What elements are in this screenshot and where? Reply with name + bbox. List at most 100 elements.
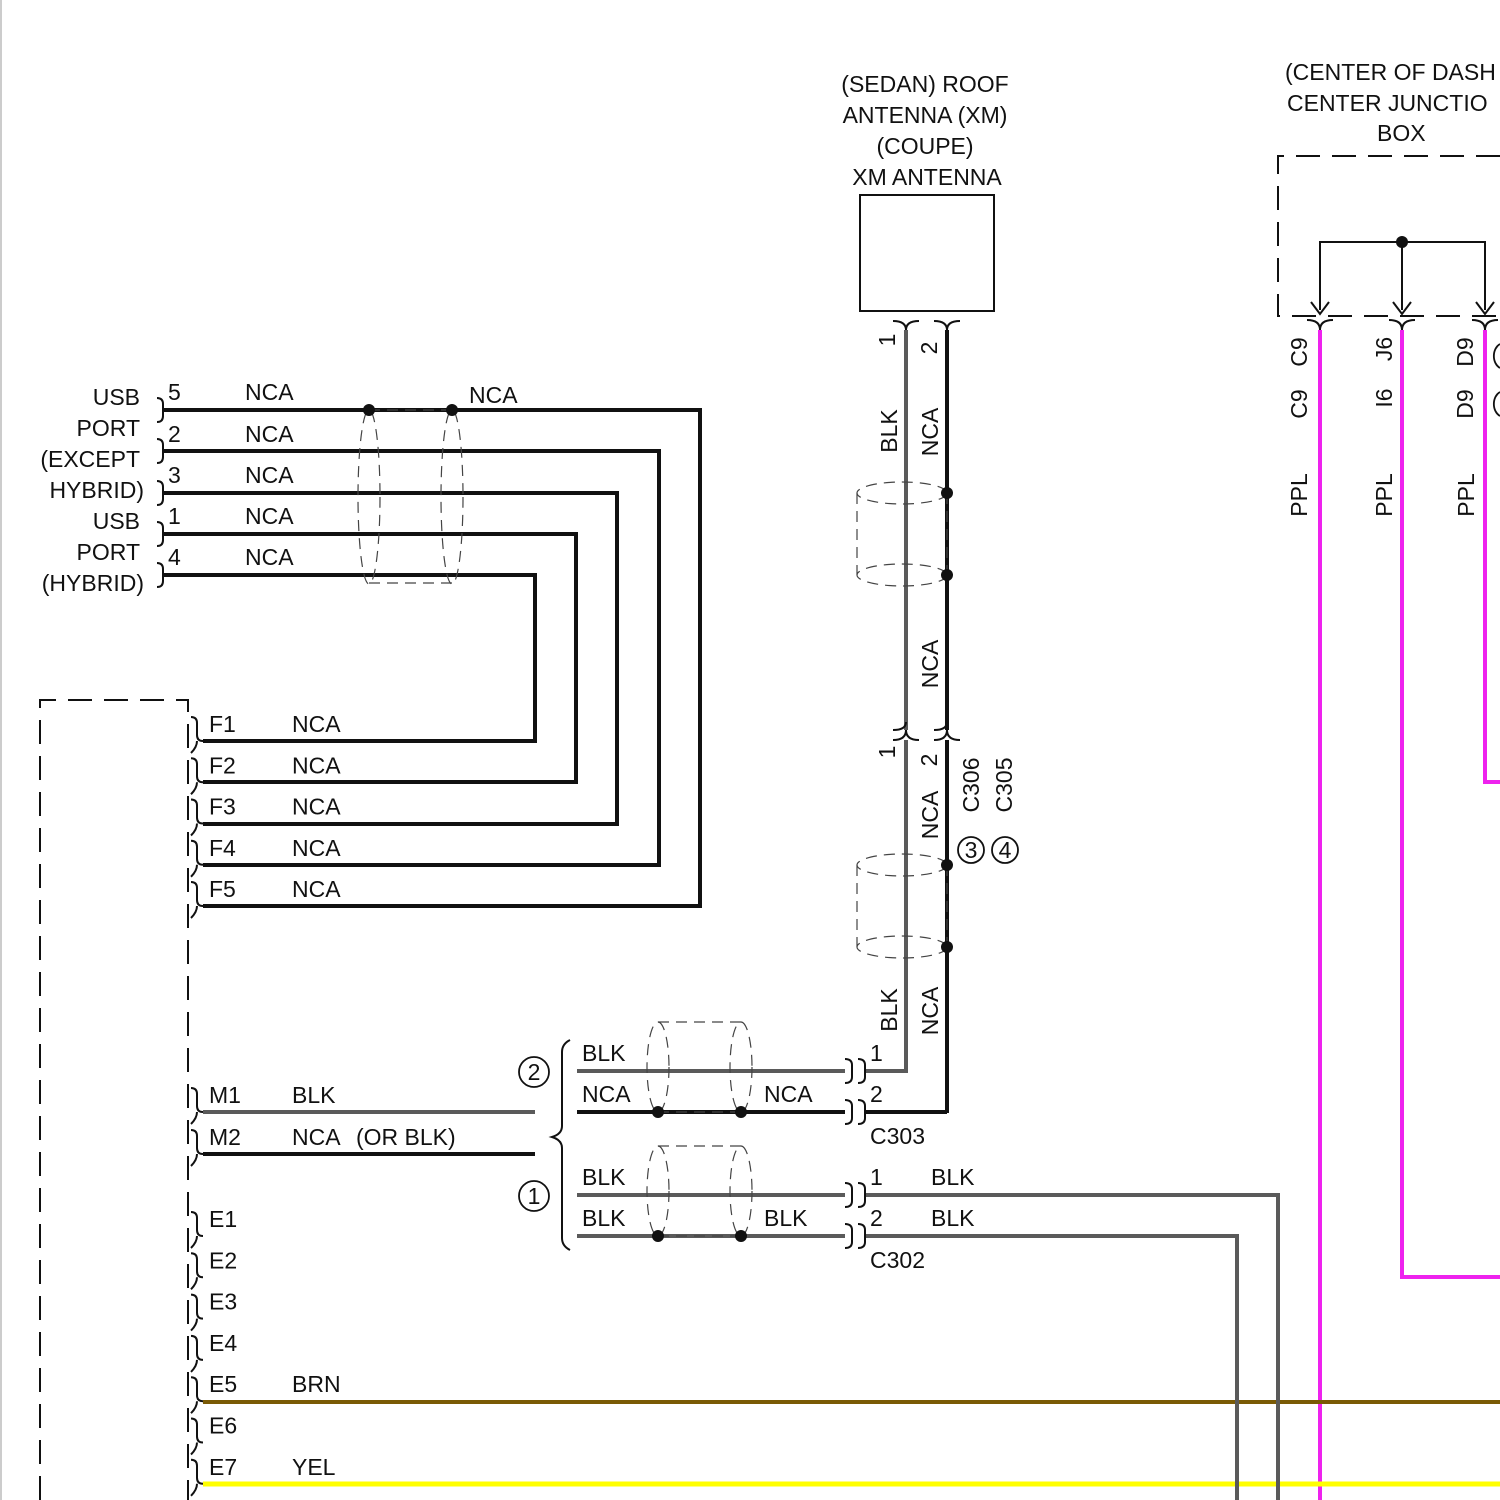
variant-marker-1: 1 (528, 1183, 541, 1209)
radio-unit (40, 700, 188, 1500)
c303-pin-2: 2 (870, 1081, 883, 1107)
antenna-pin-2: 2 (916, 342, 942, 355)
radio-wire-label: NCA (292, 794, 341, 820)
variant-marker-3: 3 (965, 837, 978, 863)
jb-wire-ppl-3: PPL (1453, 473, 1479, 517)
radio-wire-label: NCA (292, 711, 341, 737)
radio-pin-terminal (191, 717, 203, 753)
jb-cutoff-variant-marker-2 (1494, 392, 1500, 416)
antenna-title-line-3: (COUPE) (876, 133, 973, 159)
antenna-title-line-4: XM ANTENNA (852, 164, 1002, 190)
usb-wire-4: NCA (245, 503, 294, 529)
radio-wire-label: NCA (292, 752, 341, 778)
variant-marker-2: 2 (528, 1059, 541, 1085)
radio-pin-terminal (191, 882, 203, 918)
ppl-wire-d9 (1485, 330, 1500, 782)
connector-c306-label: C306 (958, 758, 984, 813)
usb-hybrid-line-2: PORT (77, 539, 140, 565)
antenna-box (860, 195, 994, 311)
v2-wire-nca-right: NCA (764, 1081, 813, 1107)
radio-pin-label: E4 (209, 1330, 237, 1356)
variant-marker-4: 4 (999, 837, 1012, 863)
usb-pin-3: 3 (168, 462, 181, 488)
antenna-terminal-2 (934, 321, 960, 330)
radio-wire-note: (OR BLK) (356, 1124, 456, 1150)
jb-title-line-2: CENTER JUNCTIO (1287, 90, 1488, 116)
radio-wire-label: NCA (292, 1124, 341, 1150)
c303-label: C303 (870, 1123, 925, 1149)
antenna-wire-nca-4: NCA (917, 986, 943, 1035)
radio-pin-terminal (191, 1419, 203, 1455)
usb-wire-top-right: NCA (469, 382, 518, 408)
usb-wire-2: NCA (245, 421, 294, 447)
antenna-wire-nca-1: NCA (917, 407, 943, 456)
radio-pin-label: E1 (209, 1206, 237, 1232)
jb-title-line-3: BOX (1377, 120, 1426, 146)
antenna-wire-blk-1: BLK (876, 409, 902, 453)
usb-hybrid-line-1: USB (93, 508, 140, 534)
jb-cutoff-variant-marker-1 (1494, 344, 1500, 368)
antenna-wire-nca-3: NCA (917, 790, 943, 839)
usb-except-hybrid-line-2: PORT (77, 415, 140, 441)
jb-pin-d9-bottom: D9 (1452, 389, 1478, 418)
v2-wire-nca: NCA (582, 1081, 631, 1107)
radio-pin-label: F4 (209, 835, 236, 861)
radio-pin-label: E7 (209, 1454, 237, 1480)
jb-pin-j6-top: J6 (1371, 337, 1397, 361)
radio-wire-label: NCA (292, 876, 341, 902)
usb-pin-4: 4 (168, 544, 181, 570)
jb-internal-bus (1320, 242, 1485, 310)
variant-selector: 2 1 (519, 1040, 570, 1250)
radio-pin-label: E3 (209, 1289, 237, 1315)
v1-wire-blk-2: BLK (582, 1205, 626, 1231)
mid-pin-2: 2 (916, 754, 942, 767)
usb-except-hybrid-line-3: (EXCEPT (40, 446, 140, 472)
usb-wires: 5 2 3 1 4 NCA NCA NCA NCA NCA NCA (157, 379, 700, 906)
radio-pin-label: E5 (209, 1371, 237, 1397)
radio-pin-terminal (191, 758, 203, 794)
radio-wire-label: BLK (292, 1082, 336, 1108)
radio-wire-label: NCA (292, 835, 341, 861)
v2-wire-blk: BLK (582, 1040, 626, 1066)
v1-wire-blk-right: BLK (764, 1205, 808, 1231)
radio-pin-terminal (191, 1336, 203, 1372)
radio-pin-label: F5 (209, 876, 236, 902)
jb-title-line-1: (CENTER OF DASH (1285, 59, 1496, 85)
radio-outline (40, 700, 188, 1500)
radio-wire-label: YEL (292, 1454, 336, 1480)
radio-pin-terminal (191, 1212, 203, 1248)
antenna-title-line-2: ANTENNA (XM) (843, 102, 1008, 128)
v1-wire-blk-1: BLK (582, 1164, 626, 1190)
c303-pin-1: 1 (870, 1040, 883, 1066)
radio-pin-label: F3 (209, 794, 236, 820)
antenna-title-line-1: (SEDAN) ROOF (841, 71, 1008, 97)
usb-except-hybrid-line-4: HYBRID) (49, 477, 144, 503)
usb-pin-1: 1 (168, 503, 181, 529)
usb-pin-5: 5 (168, 379, 181, 405)
radio-pin-label: M1 (209, 1082, 241, 1108)
xm-antenna: (SEDAN) ROOF ANTENNA (XM) (COUPE) XM ANT… (841, 71, 1008, 354)
c302-wire-blk-1: BLK (931, 1164, 975, 1190)
radio-pin-label: E6 (209, 1413, 237, 1439)
jb-outline (1278, 156, 1500, 316)
usb-pin-2: 2 (168, 421, 181, 447)
variant-2-harness: BLK NCA NCA 1 2 C303 (577, 1022, 947, 1149)
usb-hybrid-line-3: (HYBRID) (42, 570, 144, 596)
radio-pin-terminal (191, 1130, 203, 1166)
radio-pin-label: M2 (209, 1124, 241, 1150)
center-junction-box: (CENTER OF DASH CENTER JUNCTIO BOX C9 J6… (1278, 59, 1500, 517)
radio-wire-label: BRN (292, 1371, 341, 1397)
radio-pin-terminal (191, 800, 203, 836)
radio-pin-label: F1 (209, 711, 236, 737)
antenna-cable: BLK NCA NCA NCA BLK NCA 1 2 C306 C305 3 … (857, 330, 1018, 1113)
c302-label: C302 (870, 1247, 925, 1273)
antenna-wire-nca-2: NCA (917, 639, 943, 688)
jb-pin-i6-bottom: I6 (1371, 388, 1397, 407)
radio-pin-label: E2 (209, 1247, 237, 1273)
antenna-wire-blk-2: BLK (876, 988, 902, 1032)
radio-pin-terminal (191, 841, 203, 877)
radio-pin-terminal (191, 1253, 203, 1289)
c302-pin-2: 2 (870, 1205, 883, 1231)
jb-wire-ppl-2: PPL (1371, 473, 1397, 517)
